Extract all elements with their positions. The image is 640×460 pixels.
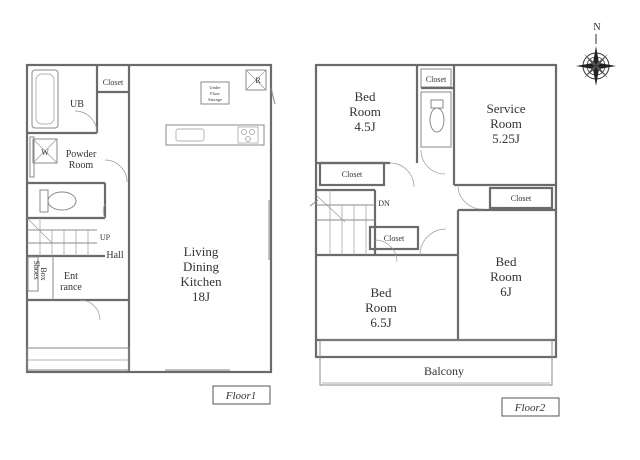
- stairs-floor1: [26, 217, 97, 256]
- bed1-label-line2: Room: [349, 104, 381, 119]
- floor2-tag: Floor2: [501, 397, 560, 417]
- bed1-label-line1: Bed: [355, 89, 376, 104]
- floor2-tag-label: Floor2: [514, 402, 546, 414]
- storage-label-line1: Under: [209, 85, 221, 90]
- floor2-plan: [309, 63, 558, 386]
- closet-right-box: [488, 186, 554, 210]
- closet-mid-label: Closet: [384, 234, 405, 243]
- service-room-label-line1: Service: [487, 101, 526, 116]
- bathtub: [31, 69, 59, 129]
- north-label: N: [593, 22, 600, 33]
- bed2-label-line1: Bed: [496, 254, 517, 269]
- shoes-box-label-line1: Shoes: [32, 260, 41, 279]
- up-label: UP: [100, 233, 111, 242]
- closet-right-label: Closet: [511, 194, 532, 203]
- toilet-floor1: [39, 189, 49, 213]
- service-room-label-line2: Room: [490, 116, 522, 131]
- storage-label-line2: Floor: [210, 91, 220, 96]
- ldk-label-line3: Kitchen: [180, 274, 222, 289]
- entrance-label-line1: Ent: [64, 271, 78, 282]
- ldk-size-label: 18J: [192, 289, 210, 304]
- compass-icon: N: [576, 22, 616, 86]
- floor1-tag-box: [212, 385, 271, 405]
- dn-label: DN: [378, 199, 390, 208]
- ldk-label-line1: Living: [184, 244, 219, 259]
- bed3-size-label: 6.5J: [370, 315, 391, 330]
- fridge: [245, 69, 267, 91]
- bed1-size-label: 4.5J: [354, 119, 375, 134]
- floor2-tag-box: [501, 397, 560, 417]
- bed3-label-line1: Bed: [371, 285, 392, 300]
- floor1-plan: [25, 63, 276, 374]
- entrance-label-line2: rance: [60, 282, 82, 293]
- shoe-box: [27, 256, 39, 292]
- toilet-floor2: [430, 99, 444, 109]
- stairs-floor2: [315, 190, 375, 255]
- kitchen-counter: [165, 124, 265, 146]
- hall-label: Hall: [106, 250, 123, 261]
- fridge-label: R: [255, 76, 261, 85]
- balcony-label: Balcony: [424, 364, 464, 378]
- shoes-box-label-line2: Box: [39, 267, 48, 280]
- floor1-labels: Closet UB Powder Room W UP Hall Shoes Bo…: [32, 76, 261, 304]
- closet-left-label: Closet: [342, 170, 363, 179]
- balcony-area: [319, 339, 553, 386]
- powder-room-label-line1: Powder: [66, 149, 97, 160]
- washer-label: W: [41, 148, 49, 157]
- washer-box: [32, 138, 58, 164]
- closet-mid-box: [368, 225, 420, 251]
- bed2-size-label: 6J: [500, 284, 512, 299]
- under-floor-storage: [200, 81, 230, 105]
- floor1-tag: Floor1: [212, 385, 271, 405]
- floor1-tag-label: Floor1: [225, 390, 257, 402]
- service-room-size-label: 5.25J: [492, 131, 520, 146]
- closet-top-label: Closet: [426, 75, 447, 84]
- closet-label-floor1: Closet: [103, 78, 124, 87]
- bed3-label-line2: Room: [365, 300, 397, 315]
- bed2-label-line2: Room: [490, 269, 522, 284]
- ub-label: UB: [70, 99, 84, 110]
- powder-room-label-line2: Room: [69, 160, 94, 171]
- ldk-label-line2: Dining: [183, 259, 220, 274]
- storage-label-line3: Storage: [208, 97, 222, 102]
- floor2-labels: Bed Room 4.5J Closet Service Room 5.25J …: [342, 75, 532, 378]
- closet-left-box: [318, 161, 386, 187]
